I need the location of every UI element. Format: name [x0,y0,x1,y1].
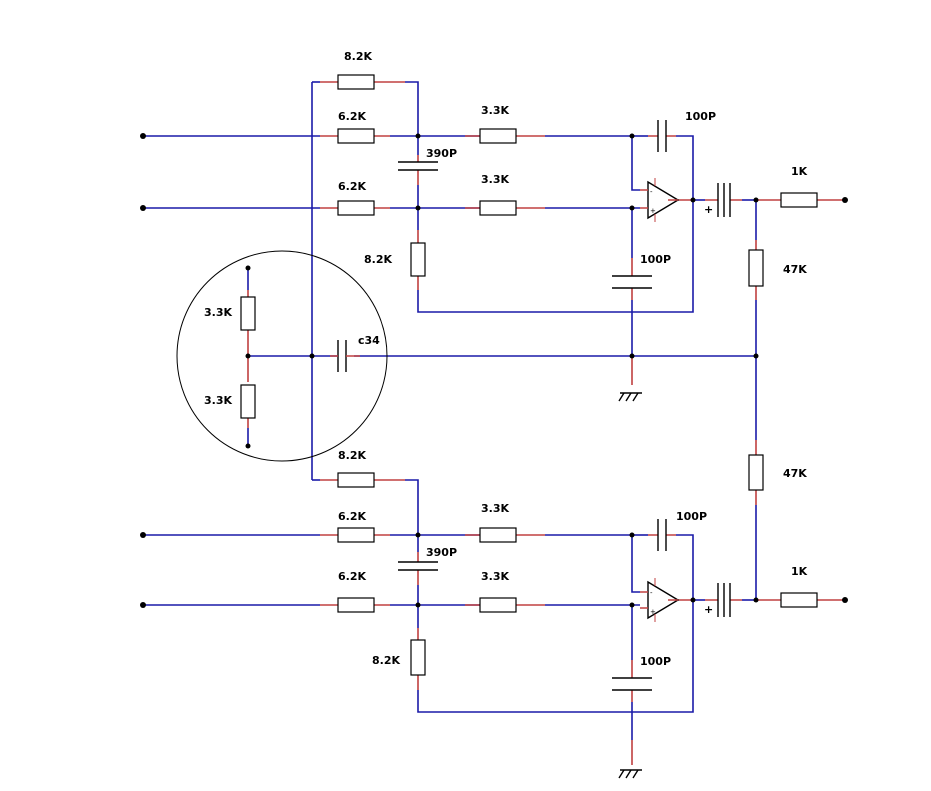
junction-dot [415,532,421,538]
label-r-vert-bot: 8.2K [372,654,400,667]
wire [676,135,694,200]
svg-text:-: - [650,188,653,196]
junction-dot [690,197,696,203]
terminal-dot [140,133,146,139]
resistor-1k-top [780,192,818,208]
capacitor-390p-bot [398,561,438,571]
resistor-6k2-bot-1 [337,527,375,543]
terminal-dot [140,205,146,211]
capacitor-electrolytic-bot [717,583,731,617]
label-r-div-top: 3.3K [204,306,232,319]
junction-dot [753,597,759,603]
ground-icon [618,769,642,779]
junction-dot [690,597,696,603]
label-plus-bot: + [704,603,713,616]
junction-dot [629,602,635,608]
wire [545,135,640,191]
label-r-fb-top: 8.2K [344,50,372,63]
label-r-in2-top: 6.2K [338,180,366,193]
junction-dot [309,353,315,359]
terminal-dot [842,597,848,603]
label-r-47k-bot: 47K [783,467,807,480]
junction-dot [245,353,251,359]
capacitor-390p-top [398,161,438,171]
label-r-mid2-top: 3.3K [481,173,509,186]
svg-text:+: + [650,608,656,616]
resistor-6k2-top-2 [337,200,375,216]
junction-dot [629,205,635,211]
terminal-dot [842,197,848,203]
capacitor-c34 [337,340,347,372]
resistor-3k3-bot-1 [479,527,517,543]
terminal-dot [140,602,146,608]
svg-text:+: + [650,207,656,215]
label-c-pos-bot: 100P [640,655,671,668]
op-amp-top: - + [640,178,680,222]
resistor-3k3-bot-2 [479,597,517,613]
capacitor-100p-fb-top [657,120,667,152]
capacitor-100p-fb-bot [657,519,667,551]
junction-dot [415,602,421,608]
resistor-47k-top [748,249,764,287]
ground-icon [618,392,642,402]
label-c-390-top: 390P [426,147,457,160]
resistor-1k-bot [780,592,818,608]
bottom-stage: - + 8.2K 6.2K 3.3K 100P 390P 6.2K 3.3K 8… [140,440,848,779]
wire [676,534,694,600]
label-r-div-bot: 3.3K [204,394,232,407]
resistor-47k-bot [748,454,764,491]
label-c-pos-top: 100P [640,253,671,266]
terminal-dot [140,532,146,538]
label-r-mid1-bot: 3.3K [481,502,509,515]
label-r-out-bot: 1K [791,565,808,578]
resistor-6k2-bot-2 [337,597,375,613]
junction-dot [753,197,759,203]
resistor-6k2-top-1 [337,128,375,144]
resistor-3k3-div-top [240,296,256,331]
label-c-fb-top: 100P [685,110,716,123]
capacitor-electrolytic-top [717,183,731,217]
resistor-8k2-top [337,74,375,90]
label-r-fb-bot: 8.2K [338,449,366,462]
capacitor-100p-gnd-top [612,275,652,289]
label-c-fb-bot: 100P [676,510,707,523]
capacitor-100p-gnd-bot [612,677,652,691]
resistor-8k2-vert-bot [410,639,426,676]
label-c34: c34 [358,334,380,347]
divider-network: 3.3K c34 3.3K [176,250,388,462]
junction-dot [629,532,635,538]
label-r-47k-top: 47K [783,263,807,276]
svg-text:-: - [650,589,653,597]
label-r-in1-top: 6.2K [338,110,366,123]
wire [417,600,694,713]
top-stage: - + 8.2K 6.2K 3.3K 100P 390P 6.2K 3.3K 8… [140,50,848,480]
junction-dot [415,205,421,211]
label-c-390-bot: 390P [426,546,457,559]
resistor-3k3-top-2 [479,200,517,216]
label-r-in1-bot: 6.2K [338,510,366,523]
highlight-circle [176,250,388,462]
junction-dot [629,353,635,359]
terminal-dot [245,265,251,271]
label-r-in2-bot: 6.2K [338,570,366,583]
resistor-8k2-bot [337,472,375,488]
junction-dot [753,353,759,359]
terminal-dot [245,443,251,449]
wire [405,479,419,535]
op-amp-bot: - + [640,578,680,622]
resistor-8k2-vert-top [410,242,426,277]
wire [417,200,694,313]
label-r-mid1-top: 3.3K [481,104,509,117]
junction-dot [629,133,635,139]
resistor-3k3-div-bot [240,384,256,419]
label-r-vert-top: 8.2K [364,253,392,266]
label-plus-top: + [704,203,713,216]
label-r-out-top: 1K [791,165,808,178]
label-r-mid2-bot: 3.3K [481,570,509,583]
resistor-3k3-top-1 [479,128,517,144]
junction-dot [415,133,421,139]
wire [545,534,640,593]
wire [405,81,419,136]
